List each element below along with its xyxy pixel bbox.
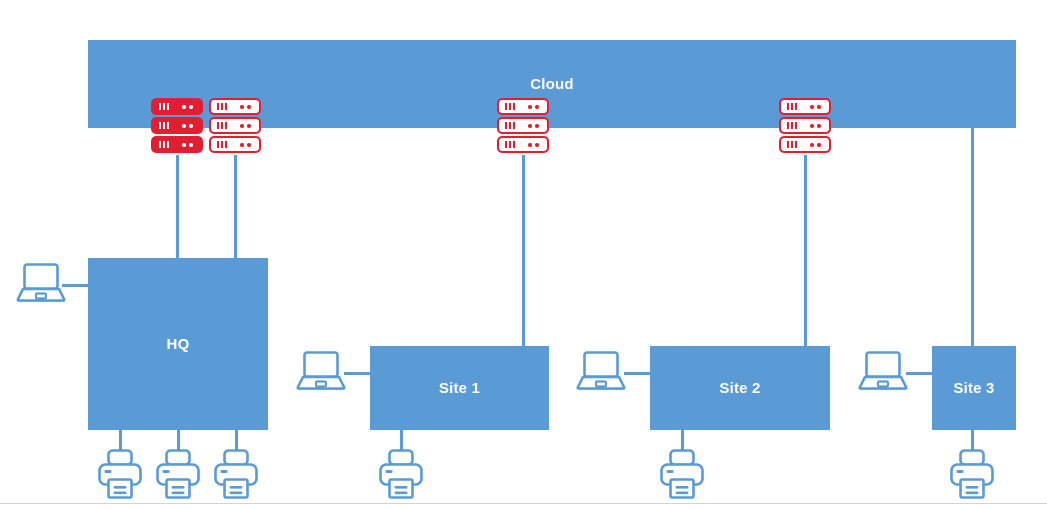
link-site3-cloud bbox=[971, 126, 974, 348]
server-rack-icon bbox=[497, 98, 549, 115]
server-leds bbox=[240, 142, 251, 147]
server-rack-icon bbox=[779, 117, 831, 134]
server-rack-icon bbox=[209, 136, 261, 153]
site-label-hq: HQ bbox=[166, 335, 190, 353]
server-bars bbox=[217, 141, 227, 148]
printer-icon[interactable] bbox=[213, 448, 259, 500]
server-rack-icon bbox=[151, 136, 203, 153]
link-site2-server bbox=[804, 155, 807, 348]
server-bars bbox=[217, 122, 227, 129]
cloud-label: Cloud bbox=[530, 75, 574, 93]
printer-icon[interactable] bbox=[949, 448, 995, 500]
server-leds bbox=[182, 123, 193, 128]
link-hq-server-secondary bbox=[234, 155, 237, 260]
server-rack-icon bbox=[209, 117, 261, 134]
laptop-icon[interactable] bbox=[296, 350, 348, 392]
server-rack-icon bbox=[209, 98, 261, 115]
laptop-icon[interactable] bbox=[16, 262, 68, 304]
server-stack-hq-secondary[interactable] bbox=[209, 98, 261, 153]
printer-icon[interactable] bbox=[659, 448, 705, 500]
bottom-divider bbox=[0, 503, 1047, 504]
server-leds bbox=[182, 142, 193, 147]
server-leds bbox=[528, 104, 539, 109]
server-bars bbox=[505, 122, 515, 129]
link-hq-server-primary bbox=[176, 155, 179, 260]
server-bars bbox=[217, 103, 227, 110]
server-rack-icon bbox=[151, 98, 203, 115]
server-stack-hq-primary[interactable] bbox=[151, 98, 203, 153]
printer-icon[interactable] bbox=[378, 448, 424, 500]
link-hq-printer-3 bbox=[235, 430, 238, 450]
laptop-icon[interactable] bbox=[576, 350, 628, 392]
site-node-site3[interactable]: Site 3 bbox=[932, 346, 1016, 430]
server-rack-icon bbox=[779, 136, 831, 153]
server-leds bbox=[528, 142, 539, 147]
link-site1-printer bbox=[400, 430, 403, 450]
server-rack-icon bbox=[779, 98, 831, 115]
link-site2-printer bbox=[681, 430, 684, 450]
server-bars bbox=[787, 103, 797, 110]
server-stack-site1[interactable] bbox=[497, 98, 549, 153]
server-leds bbox=[810, 104, 821, 109]
server-leds bbox=[528, 123, 539, 128]
link-hq-printer-2 bbox=[177, 430, 180, 450]
link-hq-printer-1 bbox=[119, 430, 122, 450]
server-leds bbox=[182, 104, 193, 109]
server-bars bbox=[159, 122, 169, 129]
server-leds bbox=[810, 142, 821, 147]
server-leds bbox=[240, 104, 251, 109]
laptop-icon[interactable] bbox=[858, 350, 910, 392]
server-rack-icon bbox=[497, 136, 549, 153]
server-bars bbox=[787, 122, 797, 129]
server-bars bbox=[159, 103, 169, 110]
site-label-site1: Site 1 bbox=[438, 379, 481, 397]
site-label-site2: Site 2 bbox=[719, 379, 761, 397]
server-stack-site2[interactable] bbox=[779, 98, 831, 153]
printer-icon[interactable] bbox=[155, 448, 201, 500]
server-leds bbox=[810, 123, 821, 128]
server-bars bbox=[505, 141, 515, 148]
server-rack-icon bbox=[497, 117, 549, 134]
site-label-site3: Site 3 bbox=[953, 379, 995, 397]
server-bars bbox=[505, 103, 515, 110]
link-hq-laptop bbox=[62, 284, 90, 287]
server-leds bbox=[240, 123, 251, 128]
server-bars bbox=[787, 141, 797, 148]
link-site2-laptop bbox=[624, 372, 652, 375]
server-rack-icon bbox=[151, 117, 203, 134]
site-node-hq[interactable]: HQ bbox=[88, 258, 268, 430]
link-site1-server bbox=[522, 155, 525, 348]
site-node-site1[interactable]: Site 1 bbox=[370, 346, 549, 430]
link-site3-laptop bbox=[906, 372, 934, 375]
printer-icon[interactable] bbox=[97, 448, 143, 500]
link-site3-printer bbox=[971, 430, 974, 450]
link-site1-laptop bbox=[344, 372, 372, 375]
server-bars bbox=[159, 141, 169, 148]
site-node-site2[interactable]: Site 2 bbox=[650, 346, 830, 430]
